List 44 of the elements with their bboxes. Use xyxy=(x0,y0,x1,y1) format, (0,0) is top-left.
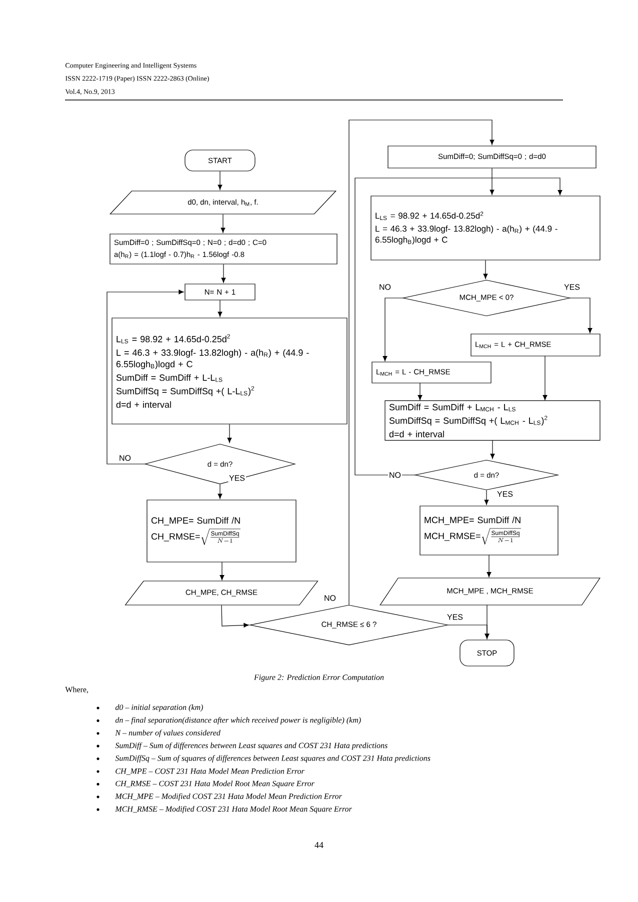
list-item: CH_MPE – COST 231 Hata Model Mean Prediction Error xyxy=(116,768,304,775)
edge-label: NO xyxy=(118,454,132,462)
arrow xyxy=(490,168,494,195)
list-item: MCH_MPE – Modified COST 231 Hata Model Mean Prediction Error xyxy=(115,793,342,801)
list-item: SumDiffSq – Sum of squares of differences between Least squares and COST 231 Hata predictions xyxy=(115,755,430,762)
list-item: dn – final separation(distance after which received power is negligible) (km) xyxy=(115,717,361,724)
edge-label: YES xyxy=(496,490,514,498)
arrow xyxy=(484,490,489,505)
arrow xyxy=(486,554,492,578)
page-number: 44 xyxy=(314,842,324,848)
list-item: MCH_RMSE – Modified COST 231 Hata Model Root Mean Square Error xyxy=(115,806,352,814)
edge-label: NO xyxy=(378,283,392,291)
arrow xyxy=(348,120,494,605)
arrow xyxy=(106,290,184,464)
arrow xyxy=(218,300,222,317)
edge-label: NO xyxy=(388,471,402,479)
arrow xyxy=(221,264,226,283)
arrow xyxy=(483,260,488,279)
arrow xyxy=(570,298,592,334)
list-item: SumDiff – Sum of differences between Least squares and COST 231 Hata predictions xyxy=(115,742,388,750)
list-item: N – number of values considered xyxy=(115,730,220,738)
process-box: MCH_MPE= SumDiff /N $\text{MCH\_RMSE=}\sqrt{\frac{\text{SumDiffSq}}{N-1}}$ xyxy=(420,506,558,556)
arrow xyxy=(542,356,548,400)
caption: Figure 2: Prediction Error Computation xyxy=(254,674,384,682)
arrow xyxy=(218,171,222,190)
arrow xyxy=(220,214,226,233)
process-box: SumDiff = SumDiff + L$_{MCH}$ - L$_{LS}$ SumDiffSq = SumDiffSq +( L$_{MCH}$ - L$_{LS}$)$^{2}$ d=d + interval xyxy=(384,400,600,441)
arrow xyxy=(382,298,403,362)
arrow xyxy=(227,424,232,443)
process-box: CH_MPE= SumDiff /N $\text{CH\_RMSE=}\sqrt{\frac{\text{SumDiffSq}}{N-1}}$ xyxy=(146,500,296,562)
process-box: L$_{LS}$ = 98.92 + 14.65d-0.25d$^{2}$ L = 46.3 + 33.9logf- 13.82logh) - a(h$_{R}$) + (44.9 - 6.55logh$_{B}$)logd + C xyxy=(370,196,600,260)
arrow xyxy=(490,440,495,459)
list-item: CH_RMSE – COST 231 Hata Model Root Mean Square Error xyxy=(116,780,314,788)
arrow xyxy=(354,178,562,476)
body-text: Where, xyxy=(65,686,88,694)
edge-label: NO xyxy=(323,594,337,602)
arrow xyxy=(218,484,222,499)
arrow xyxy=(221,605,249,628)
arrow xyxy=(220,562,224,580)
list-item: d0 – initial separation (km) xyxy=(115,704,203,712)
process-box: L$_{LS}$ = 98.92 + 14.65d-0.25d$^{2}$ L = 46.3 + 33.9logf- 13.82logh) - a(h$_{R}$) + (44.9 - 6.55logh$_{B}$)logd + C SumDiff = SumDiff + L-L$_{LS}$ SumDiffSq = SumDiffSq +( L-L$_{LS}$)$^{2}$ d=d + interval xyxy=(112,318,348,424)
edge-label: YES xyxy=(228,474,246,482)
arrow xyxy=(418,382,422,400)
arrow xyxy=(484,604,490,639)
